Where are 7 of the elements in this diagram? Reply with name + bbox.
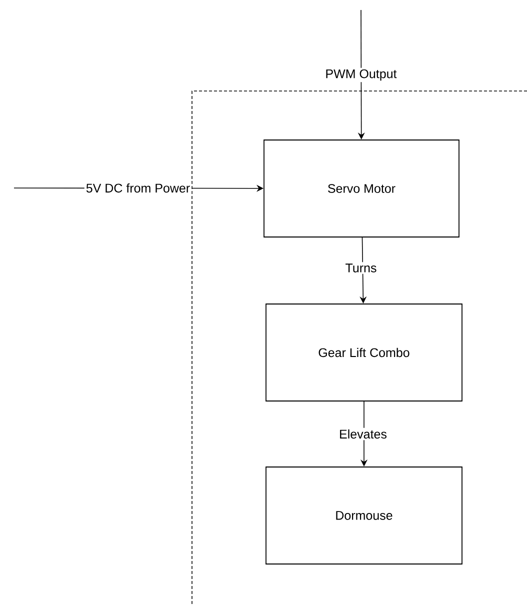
edge-label: Elevates [338, 428, 388, 440]
process-box: Gear Lift Combo [266, 304, 462, 402]
edge-label: Turns [344, 262, 378, 274]
process-box: Dormouse [266, 466, 462, 564]
edge-label: 5V DC from Power [84, 182, 192, 194]
edge-label: PWM Output [324, 68, 398, 82]
process-box: Servo Motor [264, 140, 460, 238]
